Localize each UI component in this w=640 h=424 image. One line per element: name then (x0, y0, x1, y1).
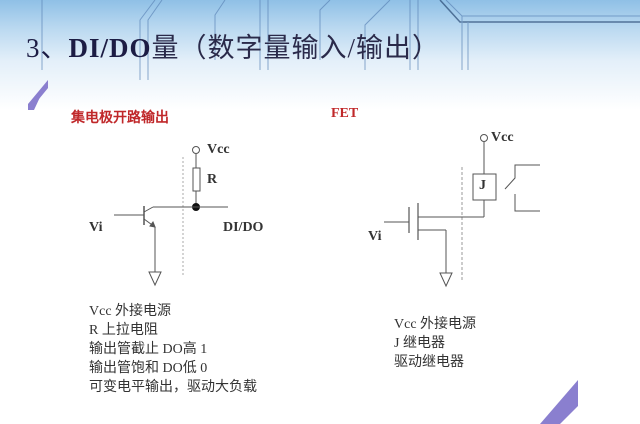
slide-title: 3、DI/DO量（数字量输入/输出） (26, 26, 440, 65)
note-line: 输出管截止 DO高 1 (89, 342, 208, 357)
label-j: J (479, 178, 486, 193)
ground-icon-right (439, 272, 453, 288)
label-dido: DI/DO (223, 220, 264, 235)
note-line: 输出管饱和 DO低 0 (89, 361, 208, 376)
title-number: 3、 (26, 33, 69, 63)
accent-shape-top-left (28, 80, 48, 110)
label-vcc-left: Vcc (207, 142, 230, 157)
label-vi-left: Vi (89, 220, 103, 235)
heading-open-collector: 集电极开路输出 (71, 111, 169, 126)
vcc-terminal-icon (480, 134, 488, 142)
note-line: R 上拉电阻 (89, 323, 158, 338)
header-band (0, 0, 640, 110)
fet-circuit (384, 134, 540, 288)
notes-left: Vcc 外接电源 R 上拉电阻 输出管截止 DO高 1 输出管饱和 DO低 0 … (89, 302, 257, 397)
note-line: 可变电平输出，驱动大负载 (89, 380, 257, 395)
note-line: 驱动继电器 (394, 355, 464, 370)
relay-switch-icon (504, 164, 540, 190)
label-vcc-right: Vcc (491, 130, 514, 145)
circuit-pattern-decoration (41, 0, 640, 80)
open-collector-circuit (114, 146, 228, 287)
title-dido: DI/DO (68, 33, 152, 63)
notes-right: Vcc 外接电源 J 继电器 驱动继电器 (394, 315, 476, 372)
accent-shape-bottom-right (540, 380, 578, 424)
title-subtitle: 量（数字量输入/输出） (151, 33, 441, 63)
heading-fet: FET (331, 106, 359, 121)
label-vi-right: Vi (368, 229, 382, 244)
resistor-icon (192, 167, 201, 192)
note-line: Vcc 外接电源 (89, 304, 172, 319)
note-line: Vcc 外接电源 (394, 317, 477, 332)
label-r: R (207, 172, 218, 187)
vcc-terminal-icon (192, 146, 200, 154)
emitter-arrow-icon (149, 220, 156, 228)
note-line: J 继电器 (394, 336, 445, 351)
ground-icon-left (148, 271, 162, 287)
